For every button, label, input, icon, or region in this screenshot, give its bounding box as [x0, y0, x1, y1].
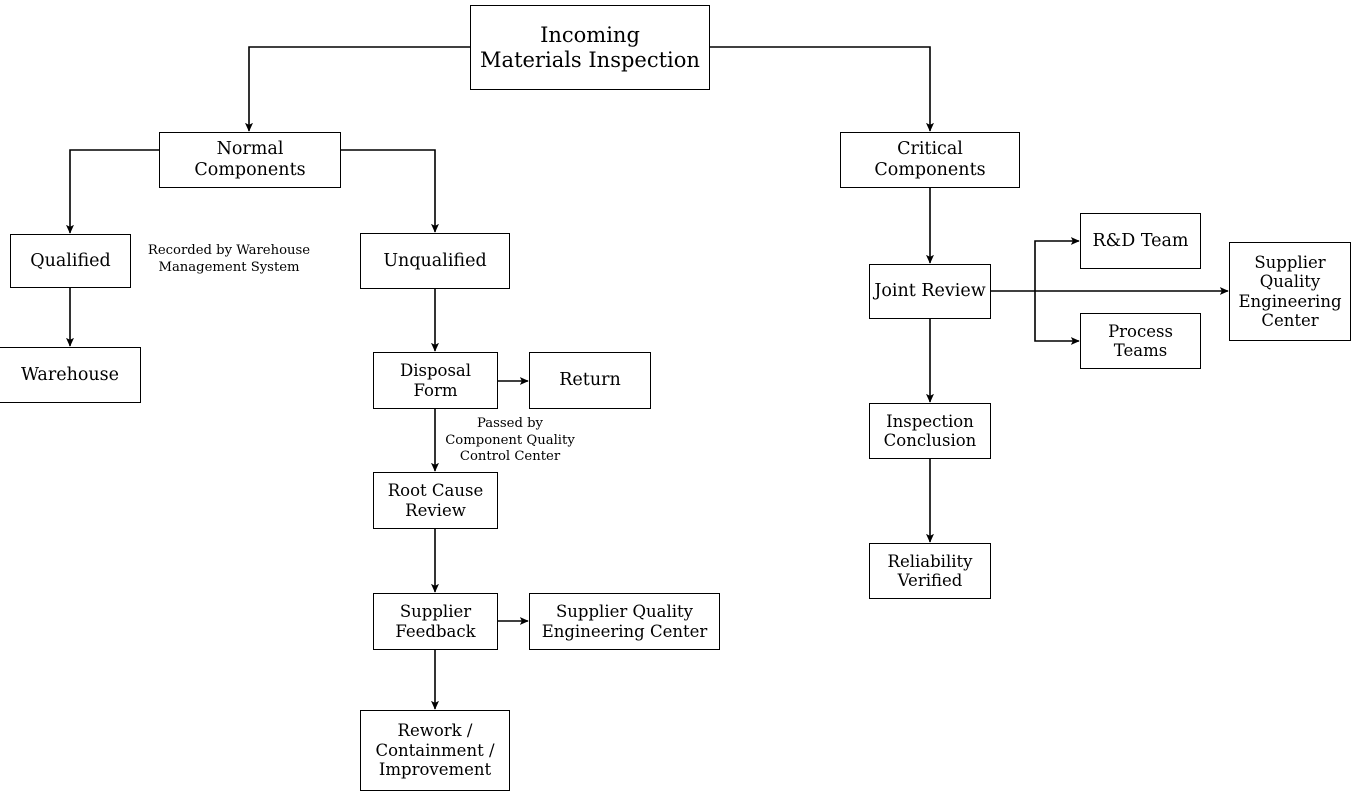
edge-joint-to-rnd — [1034, 237, 1080, 291]
edge-normal-to-qualified — [66, 149, 159, 234]
node-reliability-verified[interactable]: Reliability Verified — [869, 543, 991, 599]
node-qualified[interactable]: Qualified — [10, 234, 131, 288]
node-return[interactable]: Return — [529, 352, 651, 409]
node-incoming-materials-inspection[interactable]: Incoming Materials Inspection — [470, 5, 710, 90]
node-rework-containment-improvement[interactable]: Rework / Containment / Improvement — [360, 710, 510, 791]
node-rnd-team[interactable]: R&D Team — [1080, 213, 1201, 269]
node-joint-review[interactable]: Joint Review — [869, 264, 991, 319]
annotation-passed-by-component-quality-control-center: Passed by Component Quality Control Cent… — [445, 416, 575, 464]
edge-normal-to-unqualified — [341, 149, 439, 233]
node-disposal-form[interactable]: Disposal Form — [373, 352, 498, 409]
node-supplier-quality-engineering-center-left[interactable]: Supplier Quality Engineering Center — [529, 593, 720, 650]
node-warehouse[interactable]: Warehouse — [0, 347, 141, 403]
node-root-cause-review[interactable]: Root Cause Review — [373, 472, 498, 529]
node-critical-components[interactable]: Critical Components — [840, 132, 1020, 188]
annotation-recorded-by-warehouse-management-system: Recorded by Warehouse Management System — [147, 243, 311, 275]
node-inspection-conclusion[interactable]: Inspection Conclusion — [869, 403, 991, 459]
node-supplier-quality-engineering-center-right[interactable]: Supplier Quality Engineering Center — [1229, 242, 1351, 341]
edge-incoming-to-critical — [710, 46, 934, 132]
node-normal-components[interactable]: Normal Components — [159, 132, 341, 188]
edge-incoming-to-normal — [245, 46, 470, 132]
node-supplier-feedback[interactable]: Supplier Feedback — [373, 593, 498, 650]
node-process-teams[interactable]: Process Teams — [1080, 313, 1201, 369]
edge-joint-to-process — [1034, 291, 1080, 345]
node-unqualified[interactable]: Unqualified — [360, 233, 510, 289]
